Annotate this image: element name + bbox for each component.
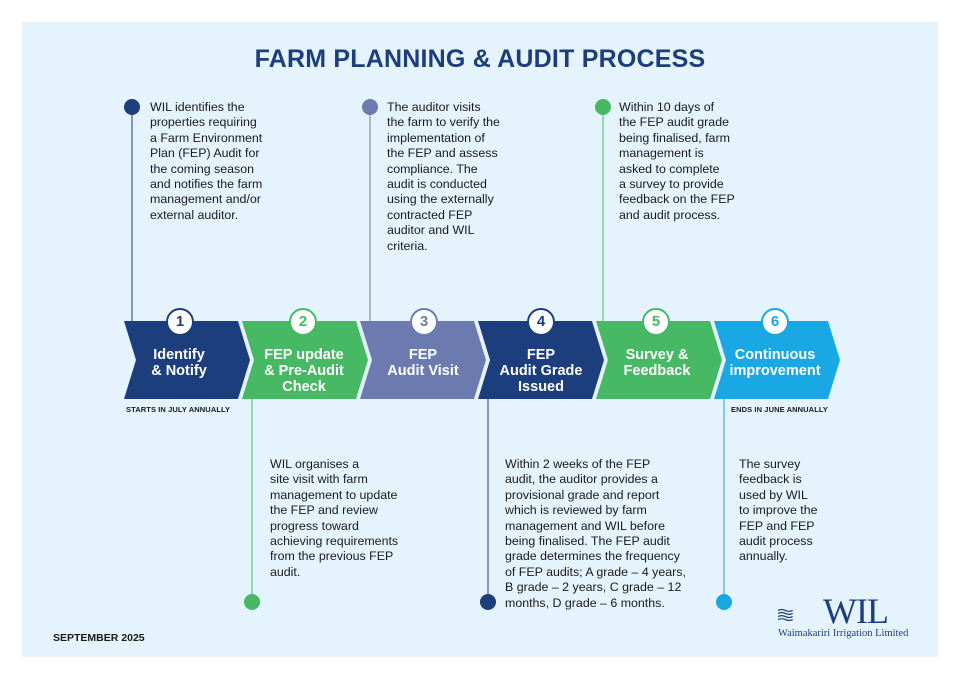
- step6-note: The survey feedback is used by WIL to im…: [739, 457, 818, 564]
- chevron-step4: [478, 321, 604, 399]
- step1-label: Identify & Notify: [151, 347, 207, 379]
- chevron-step6: [714, 321, 840, 399]
- publication-date: SEPTEMBER 2025: [53, 632, 145, 644]
- step2-dot: [244, 594, 260, 610]
- chevron-step2: [242, 321, 368, 399]
- step4-dot: [480, 594, 496, 610]
- step1-dot: [124, 99, 140, 115]
- logo-wordmark: WIL: [823, 591, 889, 631]
- step5-number: 5: [642, 308, 670, 336]
- step6-label: Continuous improvement: [729, 347, 821, 379]
- chevron-step1: [124, 321, 250, 399]
- step3-label: FEP Audit Visit: [387, 347, 459, 379]
- step4-note: Within 2 weeks of the FEP audit, the aud…: [505, 457, 686, 610]
- step6-number: 6: [761, 308, 789, 336]
- ends-label: ENDS IN JUNE ANNUALLY: [731, 405, 828, 414]
- page-title: FARM PLANNING & AUDIT PROCESS: [254, 45, 706, 73]
- step2-note: WIL organises a site visit with farm man…: [270, 457, 399, 579]
- step3-dot: [362, 99, 378, 115]
- chevron-step5: [596, 321, 722, 399]
- step4-number: 4: [527, 308, 555, 336]
- step5-label: Survey & Feedback: [623, 347, 691, 379]
- step1-number: 1: [166, 308, 194, 336]
- step3-number: 3: [410, 308, 438, 336]
- step2-number: 2: [289, 308, 317, 336]
- step2-label: FEP update & Pre-Audit Check: [264, 347, 344, 395]
- logo-subtitle: Waimakariri Irrigation Limited: [778, 628, 909, 639]
- chevron-step3: [360, 321, 486, 399]
- step4-label: FEP Audit Grade Issued: [499, 347, 583, 395]
- step1-note: WIL identifies the properties requiring …: [150, 100, 263, 222]
- step5-dot: [595, 99, 611, 115]
- wil-waves-icon: [778, 608, 793, 622]
- step3-note: The auditor visits the farm to verify th…: [387, 100, 500, 253]
- step6-dot: [716, 594, 732, 610]
- step5-note: Within 10 days of the FEP audit grade be…: [619, 100, 735, 222]
- starts-label: STARTS IN JULY ANNUALLY: [126, 405, 231, 414]
